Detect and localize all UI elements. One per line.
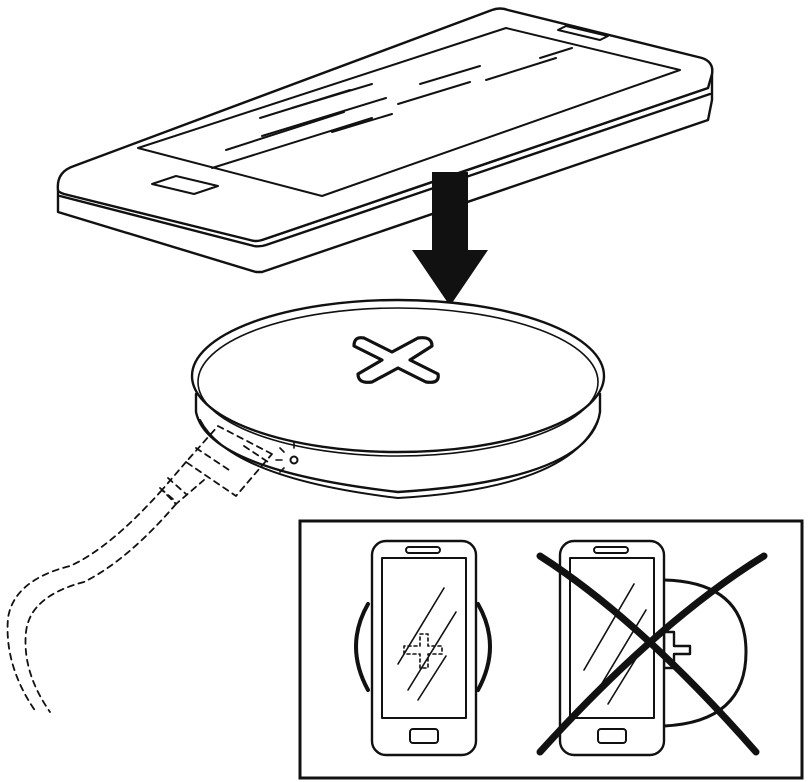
wireless-charging-pad-icon xyxy=(190,298,606,499)
down-arrow-icon xyxy=(412,172,488,306)
phone-centered-on-pad xyxy=(354,539,492,757)
placement-guide-box xyxy=(298,519,804,780)
usb-cable-icon xyxy=(6,425,273,713)
cross-out-icon xyxy=(536,552,768,756)
smartphone-icon xyxy=(56,7,714,274)
